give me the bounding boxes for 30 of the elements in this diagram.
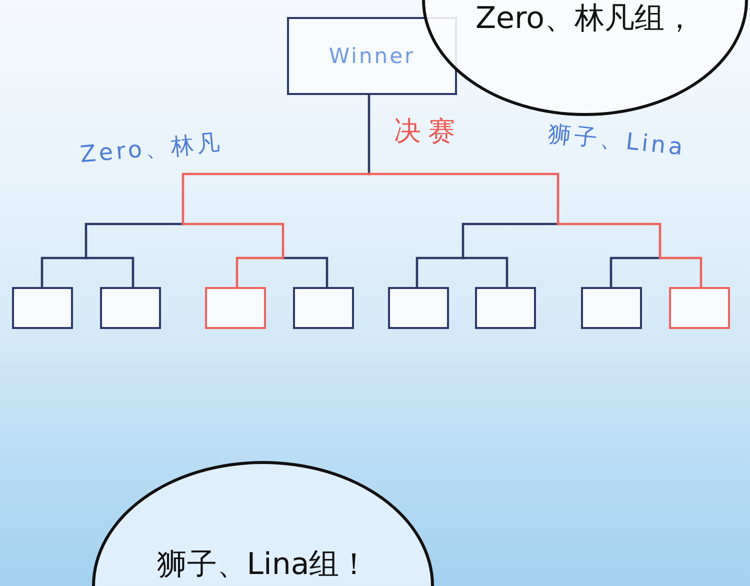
bracket-line xyxy=(236,256,284,288)
team-label: 狮子、Lina xyxy=(547,120,687,162)
bracket-slot xyxy=(12,287,73,329)
champion-slot xyxy=(287,17,457,95)
bracket-slot xyxy=(100,287,161,329)
bracket-slot xyxy=(669,287,730,329)
bracket-slot xyxy=(581,287,642,329)
bracket-line xyxy=(84,256,134,288)
bracket-slot xyxy=(293,287,354,329)
bracket-line xyxy=(282,256,328,288)
team-label: Zero、林凡 xyxy=(79,130,224,169)
bracket-line xyxy=(416,256,464,288)
round-label: 决赛 xyxy=(394,116,462,148)
bracket-slot xyxy=(388,287,449,329)
bracket-line xyxy=(84,222,184,260)
bracket-line xyxy=(182,172,370,226)
bracket-line xyxy=(368,94,370,176)
slot-label: Winner xyxy=(328,44,416,68)
bracket-line xyxy=(556,222,662,260)
speech-text: 狮子、Lina组！ xyxy=(156,548,370,581)
bracket-line xyxy=(182,222,284,260)
bracket-line xyxy=(462,222,560,260)
bracket-line xyxy=(462,256,508,288)
bracket-slot xyxy=(475,287,536,329)
bracket-line xyxy=(610,256,662,288)
bracket-line xyxy=(40,256,88,288)
bracket-line xyxy=(658,256,702,288)
bracket-line xyxy=(368,172,560,226)
speech-text: Zero、林凡组， xyxy=(475,2,695,35)
bracket-slot xyxy=(205,287,266,329)
